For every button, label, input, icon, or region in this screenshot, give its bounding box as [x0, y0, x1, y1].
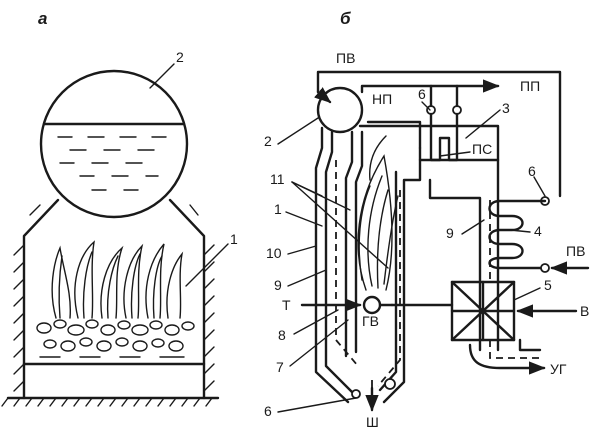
label-lower-drum-top: НП	[372, 91, 392, 107]
panel-b-title: б	[340, 9, 351, 28]
label-valve-right: 6	[528, 163, 536, 179]
label-riser: 9	[274, 277, 282, 293]
label-flue-gas: УГ	[550, 361, 567, 377]
label-air: В	[580, 303, 589, 319]
valve-bottom-icon	[351, 389, 361, 399]
label-valve-top: 6	[418, 86, 426, 102]
flue-gas-outlet	[468, 200, 546, 375]
air-heater	[390, 280, 578, 352]
furnace-housing-a	[1, 198, 220, 407]
label-economizer-pipe: 9	[446, 225, 454, 241]
label-steam-superheater: ПС	[472, 141, 492, 157]
label-drum-b: 2	[264, 133, 272, 149]
fuel-layer-a	[36, 319, 195, 358]
burner-gv	[300, 295, 394, 315]
label-pipe8: 8	[278, 327, 286, 343]
panel-a: а	[1, 9, 238, 407]
label-feedwater-right: ПВ	[566, 243, 585, 259]
superheated-steam-line	[360, 79, 500, 115]
label-pipe7: 7	[276, 359, 284, 375]
label-drum-a: 2	[176, 49, 184, 65]
panel-b: б	[264, 9, 589, 430]
panel-a-title: а	[38, 9, 47, 28]
label-burner: ГВ	[362, 313, 379, 329]
label-screen-tubes: 11	[270, 171, 285, 187]
drum-b	[316, 86, 364, 134]
label-slag: Ш	[366, 414, 379, 430]
flame-core-b	[357, 135, 399, 291]
furnace-walls-b	[314, 120, 500, 404]
flames-a	[51, 240, 184, 319]
label-economizer: 4	[534, 223, 542, 239]
label-fuel-a: 1	[230, 231, 238, 247]
valve-bottom-right-icon	[384, 378, 396, 390]
label-downcomer: 10	[266, 245, 282, 261]
steam-superheater-coil	[429, 112, 459, 162]
label-valve-bottom: 6	[264, 403, 272, 419]
drum-a	[39, 69, 189, 219]
label-superheated-steam: ПП	[520, 78, 540, 94]
label-air-heater: 5	[544, 277, 552, 293]
label-pipe3: 3	[502, 100, 510, 116]
leader-lines	[277, 101, 546, 413]
label-furnace: 1	[274, 201, 282, 217]
label-fuel: Т	[282, 297, 291, 313]
label-feedwater-top: ПВ	[336, 50, 355, 66]
